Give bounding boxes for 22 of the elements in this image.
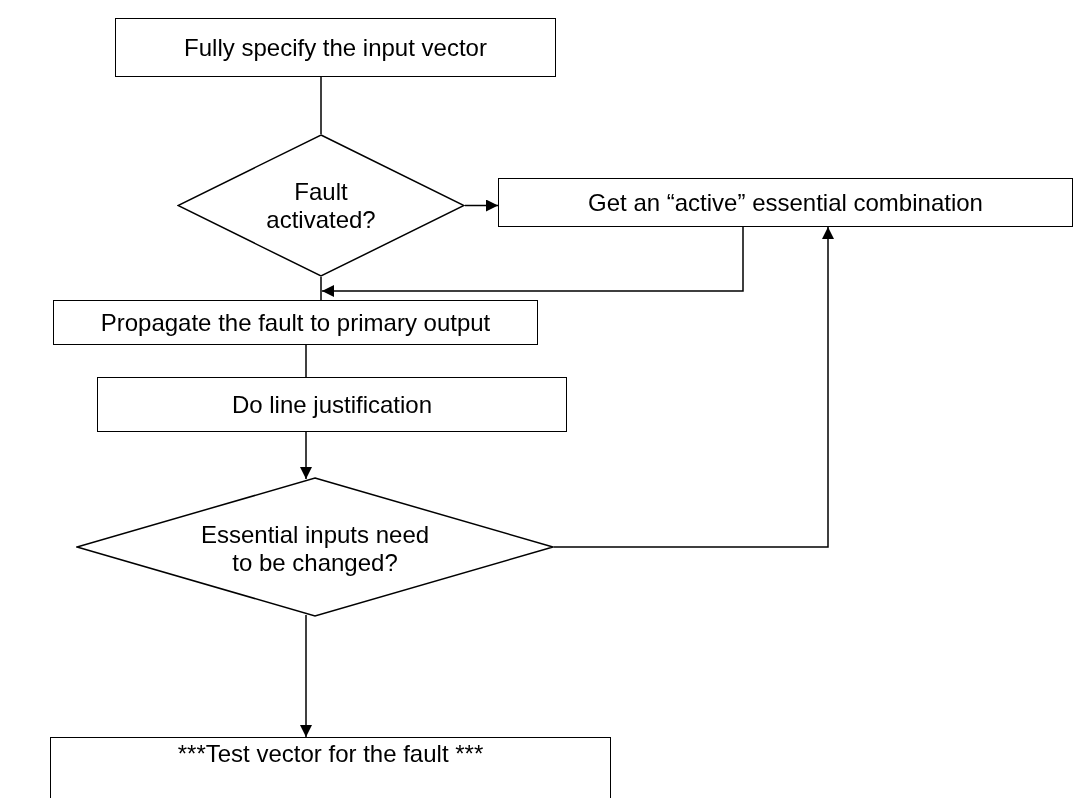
step-text: Fully specify the input vector xyxy=(184,33,487,62)
process-box xyxy=(53,300,538,345)
arrow xyxy=(300,431,312,480)
decision-text: Essential inputs need to be changed? xyxy=(199,521,431,577)
arrow xyxy=(321,226,744,297)
process-box xyxy=(97,377,567,432)
step-text: Propagate the fault to primary output xyxy=(100,308,491,337)
step-text: Get an “active” essential combination xyxy=(588,188,983,217)
process-box xyxy=(498,178,1073,227)
process-box xyxy=(50,737,611,798)
decision-diamond xyxy=(76,477,554,617)
connector-line xyxy=(305,344,307,378)
arrow xyxy=(300,614,312,738)
decision-text: Fault activated? xyxy=(265,177,377,234)
process-box xyxy=(115,18,556,77)
arrow xyxy=(464,199,499,212)
decision-diamond xyxy=(177,134,465,277)
connector-line xyxy=(320,76,322,135)
arrow xyxy=(553,226,834,548)
step-text: Do line justification xyxy=(231,390,433,419)
step-text: ***Test vector for the fault *** xyxy=(177,740,484,768)
connector-line xyxy=(320,276,322,301)
